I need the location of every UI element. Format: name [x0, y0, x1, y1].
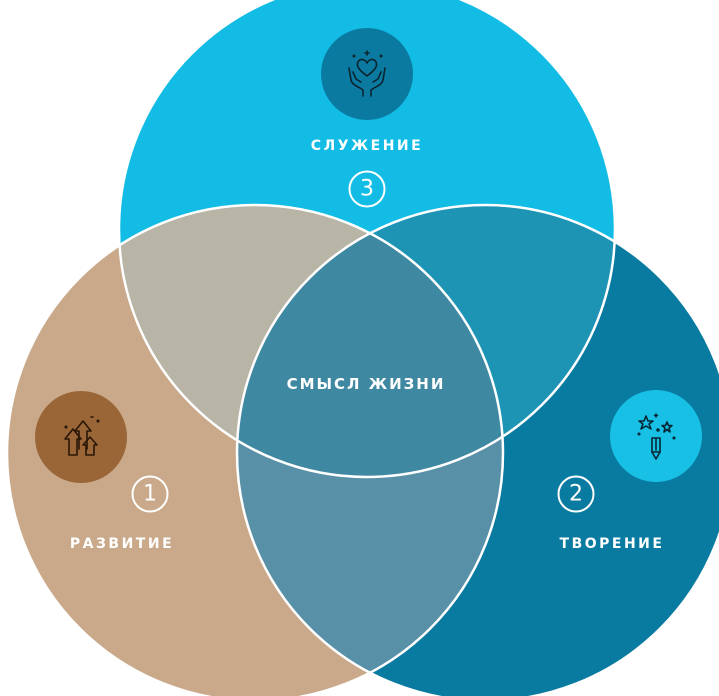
number-badge-create: 2	[557, 475, 595, 513]
circle-outlines	[5, 0, 719, 696]
number-badge-serve: 3	[348, 170, 386, 208]
number-badge-develop: 1	[131, 475, 169, 513]
label-develop: РАЗВИТИЕ	[69, 536, 175, 552]
heart-hands-icon	[321, 28, 413, 120]
growth-arrows-icon	[35, 391, 127, 483]
label-create: ТВОРЕНИЕ	[559, 536, 665, 552]
label-center: СМЫСЛ ЖИЗНИ	[286, 375, 446, 393]
creativity-pencil-icon	[610, 390, 702, 482]
label-serve: СЛУЖЕНИЕ	[310, 138, 424, 154]
